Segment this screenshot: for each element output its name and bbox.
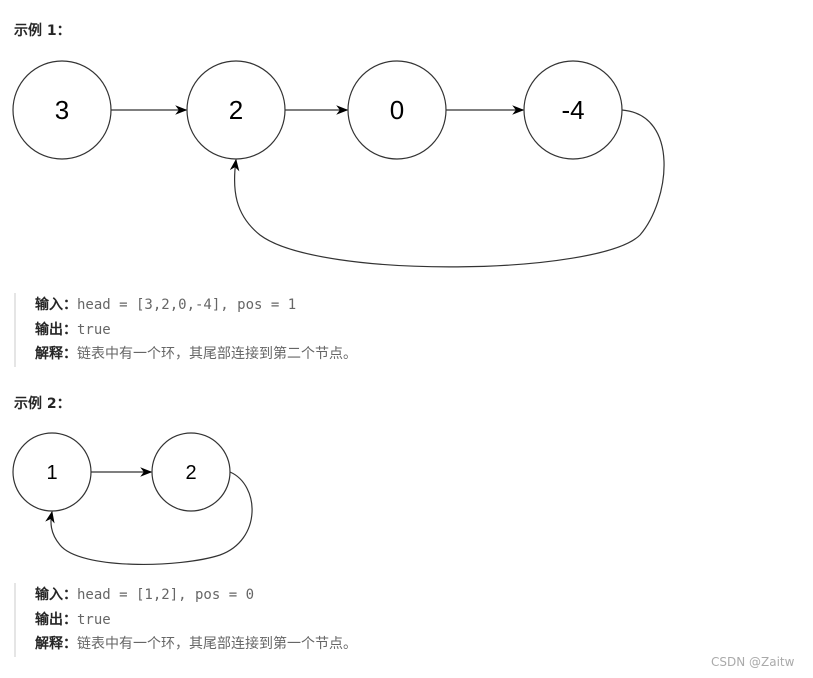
output-value: true: [77, 321, 111, 338]
output-value: true: [77, 611, 111, 628]
output-label: 输出：: [35, 611, 77, 628]
node-value: 0: [390, 95, 404, 125]
example-1-block: 输入：head = [3,2,0,-4], pos = 1 输出：true 解释…: [14, 293, 357, 367]
node-value: 3: [55, 95, 69, 125]
watermark: CSDN @Zaitw: [711, 655, 795, 669]
example-2-title: 示例 2：: [14, 396, 71, 412]
node-value: -4: [561, 95, 584, 125]
cycle-arrow: [229, 109, 665, 268]
explain-label: 解释：: [35, 346, 77, 362]
input-value: head = [3,2,0,-4], pos = 1: [77, 297, 297, 313]
input-value: head = [1,2], pos = 0: [77, 587, 255, 603]
cycle-arrow: [45, 471, 253, 565]
example-2-block: 输入：head = [1,2], pos = 0 输出：true 解释：链表中有…: [14, 583, 357, 657]
input-label: 输入：: [35, 297, 77, 313]
node-value: 2: [229, 95, 243, 125]
output-label: 输出：: [35, 321, 77, 338]
explain-label: 解释：: [35, 636, 77, 652]
node-value: 1: [46, 462, 57, 484]
explain-value: 链表中有一个环，其尾部连接到第二个节点。: [77, 346, 357, 362]
explain-value: 链表中有一个环，其尾部连接到第一个节点。: [77, 636, 357, 652]
example-1-title: 示例 1：: [14, 23, 71, 39]
input-label: 输入：: [35, 587, 77, 603]
node-value: 2: [185, 462, 196, 484]
